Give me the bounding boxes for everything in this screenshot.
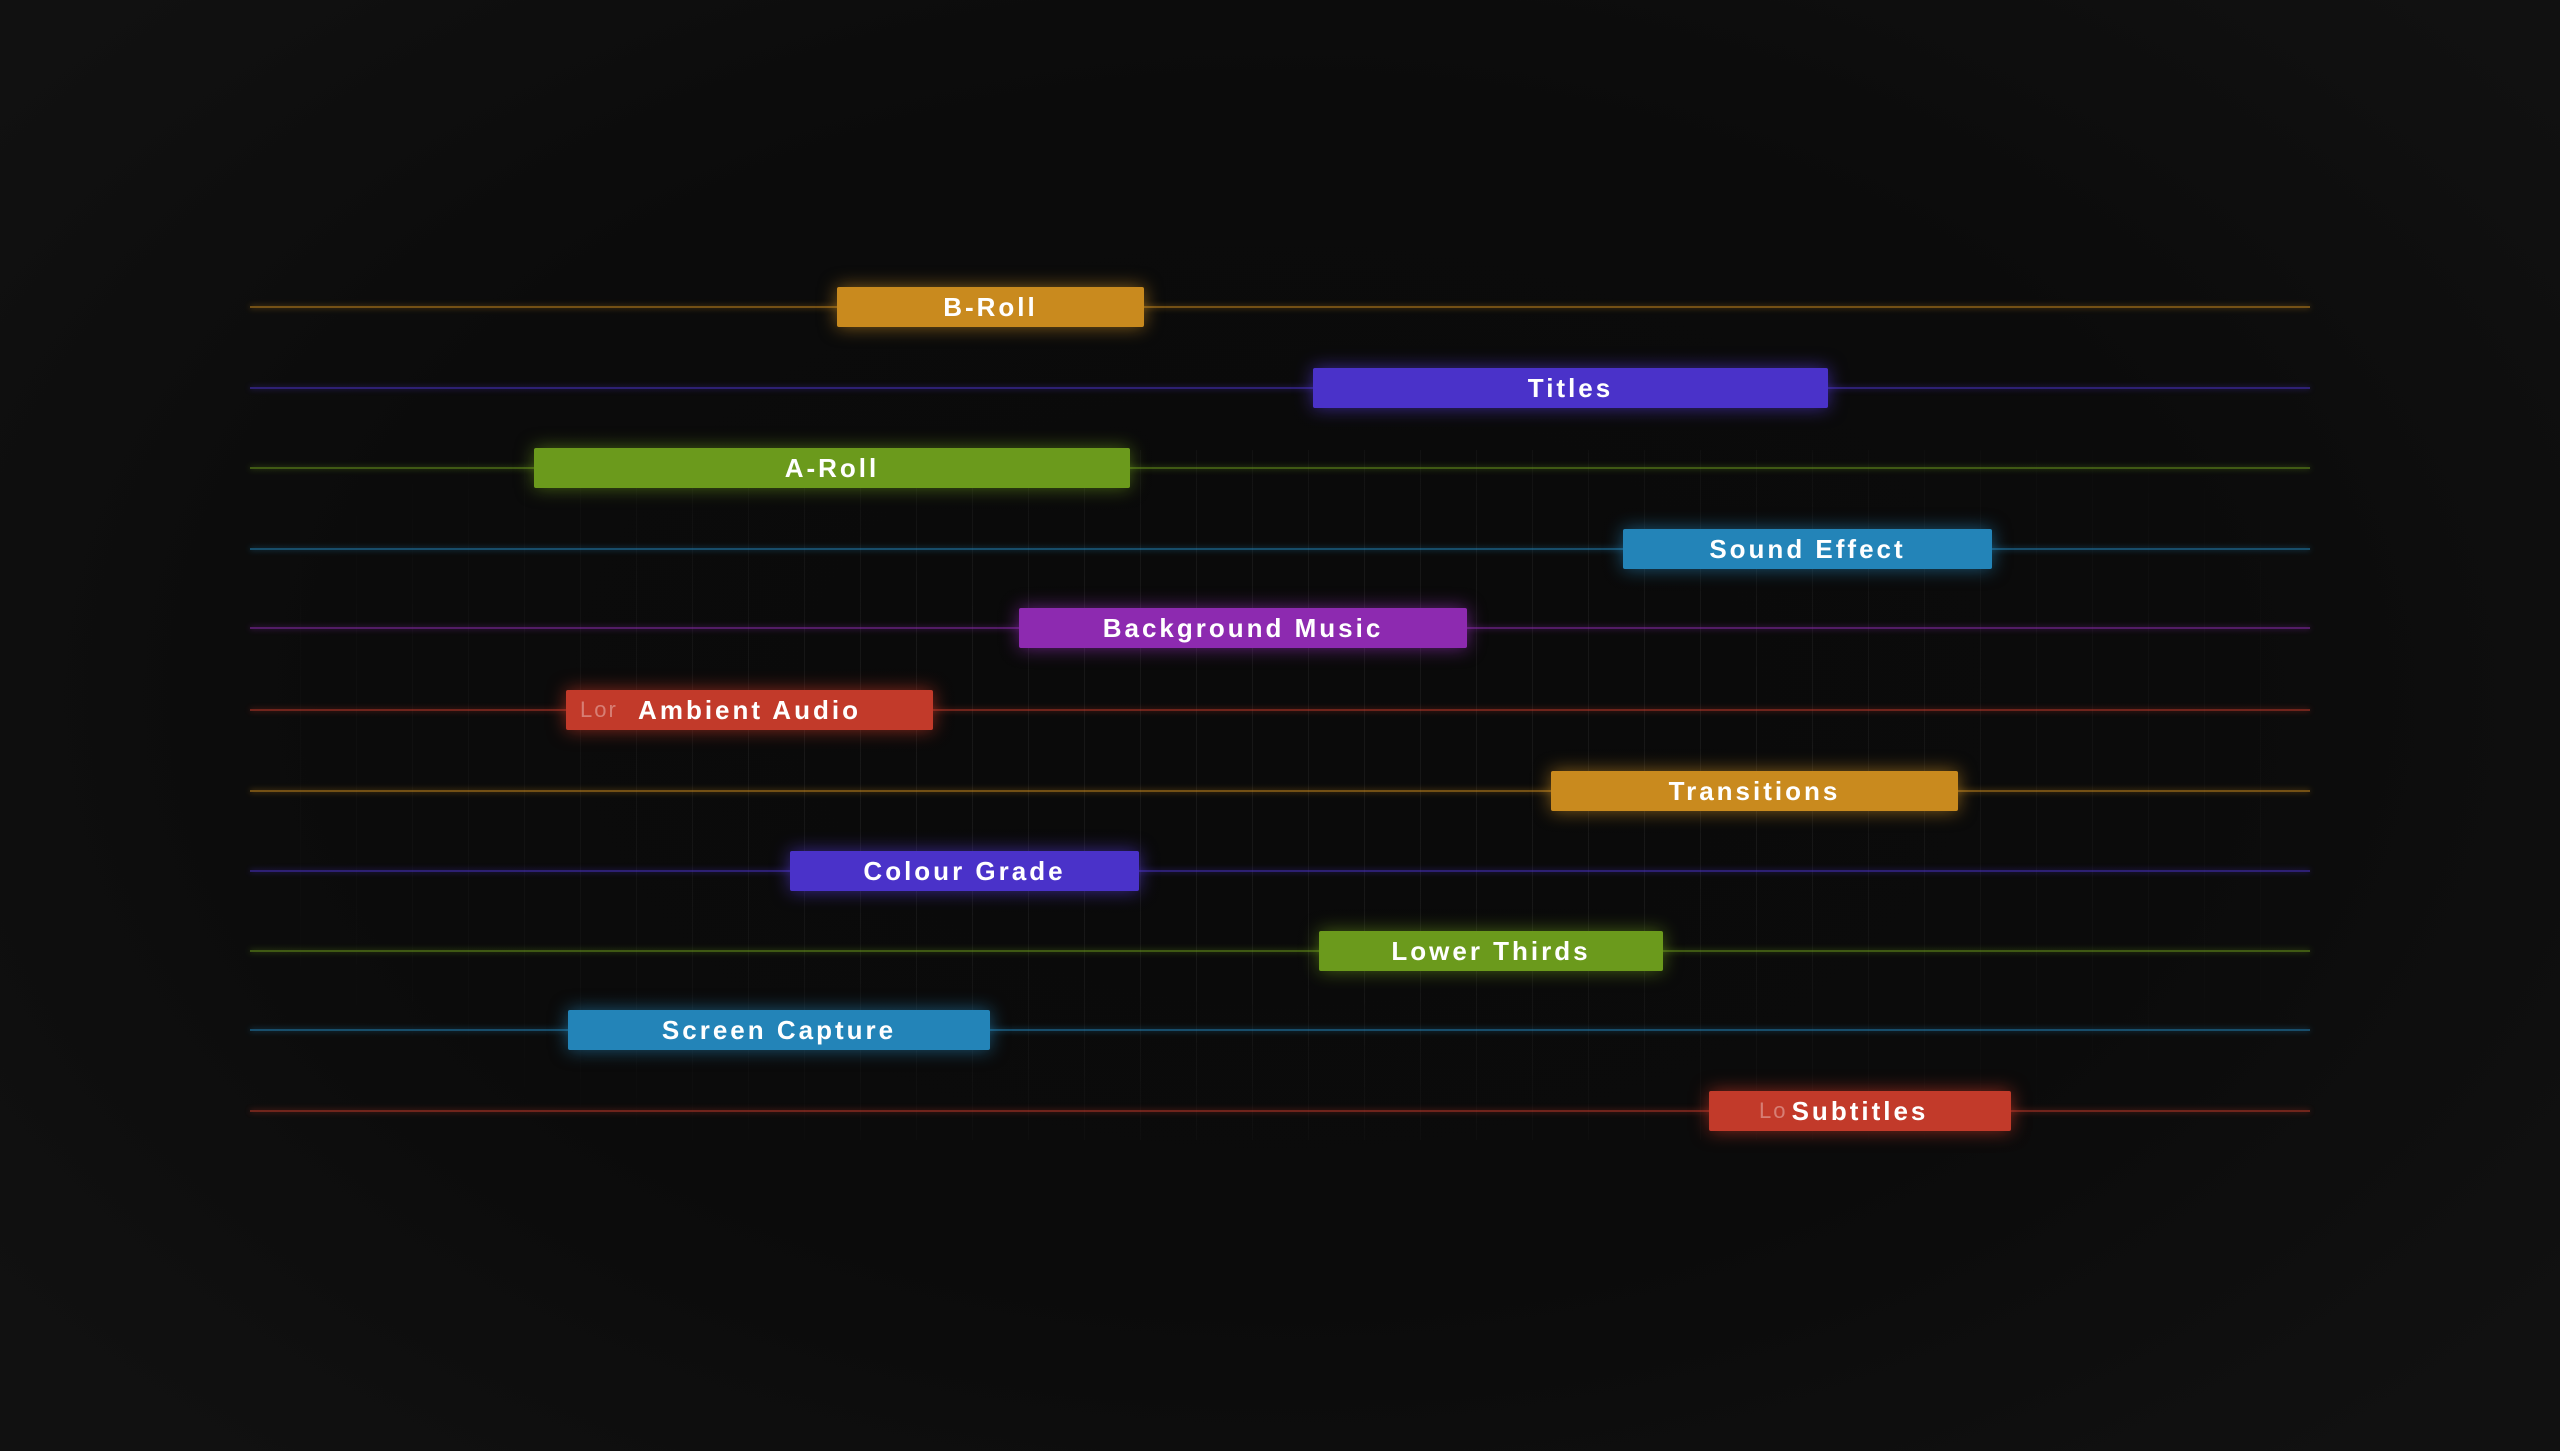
clip-label: Background Music bbox=[1102, 612, 1384, 643]
clip-label: Colour Grade bbox=[863, 855, 1066, 886]
track-line bbox=[250, 387, 2310, 389]
clip-transitions[interactable]: Transitions bbox=[1551, 771, 1958, 811]
clip-sound-effect[interactable]: Sound Effect bbox=[1623, 529, 1992, 569]
timeline: B-Roll Titles A-Roll Sound Effect Backgr… bbox=[250, 270, 2310, 1170]
track-line bbox=[250, 306, 2310, 308]
clip-titles[interactable]: Titles bbox=[1313, 368, 1828, 408]
clip-ambient-audio[interactable]: Lor Ambient Audio bbox=[566, 690, 933, 730]
clip-ghost-text: Lor bbox=[580, 697, 618, 722]
track-lower-thirds: Lower Thirds bbox=[250, 931, 2310, 971]
track-titles: Titles bbox=[250, 368, 2310, 408]
clip-b-roll[interactable]: B-Roll bbox=[837, 287, 1144, 327]
track-line bbox=[250, 950, 2310, 952]
track-sound-effect: Sound Effect bbox=[250, 529, 2310, 569]
clip-background-music[interactable]: Background Music bbox=[1019, 608, 1467, 648]
clip-label: B-Roll bbox=[943, 291, 1038, 322]
track-line bbox=[250, 467, 2310, 469]
clip-label: Ambient Audio bbox=[638, 694, 861, 725]
clip-label: Sound Effect bbox=[1709, 533, 1906, 564]
clip-colour-grade[interactable]: Colour Grade bbox=[790, 851, 1139, 891]
track-line bbox=[250, 790, 2310, 792]
track-line bbox=[250, 548, 2310, 550]
clip-screen-capture[interactable]: Screen Capture bbox=[568, 1010, 990, 1050]
track-background-music: Background Music bbox=[250, 608, 2310, 648]
clip-a-roll[interactable]: A-Roll bbox=[534, 448, 1130, 488]
clip-label: A-Roll bbox=[784, 452, 880, 483]
track-a-roll: A-Roll bbox=[250, 448, 2310, 488]
track-screen-capture: Screen Capture bbox=[250, 1010, 2310, 1050]
clip-label: Transitions bbox=[1668, 775, 1841, 806]
track-line bbox=[250, 709, 2310, 711]
clip-subtitles[interactable]: Lo Subtitles bbox=[1709, 1091, 2011, 1131]
track-line bbox=[250, 1029, 2310, 1031]
clip-lower-thirds[interactable]: Lower Thirds bbox=[1319, 931, 1663, 971]
track-line bbox=[250, 1110, 2310, 1112]
track-transitions: Transitions bbox=[250, 771, 2310, 811]
clip-label: Titles bbox=[1527, 372, 1614, 403]
clip-ghost-text: Lo bbox=[1759, 1098, 1788, 1123]
clip-label: Subtitles bbox=[1791, 1095, 1929, 1126]
track-colour-grade: Colour Grade bbox=[250, 851, 2310, 891]
track-b-roll: B-Roll bbox=[250, 287, 2310, 327]
clip-label: Lower Thirds bbox=[1391, 935, 1591, 966]
track-ambient-audio: Lor Ambient Audio bbox=[250, 690, 2310, 730]
track-line bbox=[250, 870, 2310, 872]
clip-label: Screen Capture bbox=[661, 1014, 897, 1045]
track-subtitles: Lo Subtitles bbox=[250, 1091, 2310, 1131]
